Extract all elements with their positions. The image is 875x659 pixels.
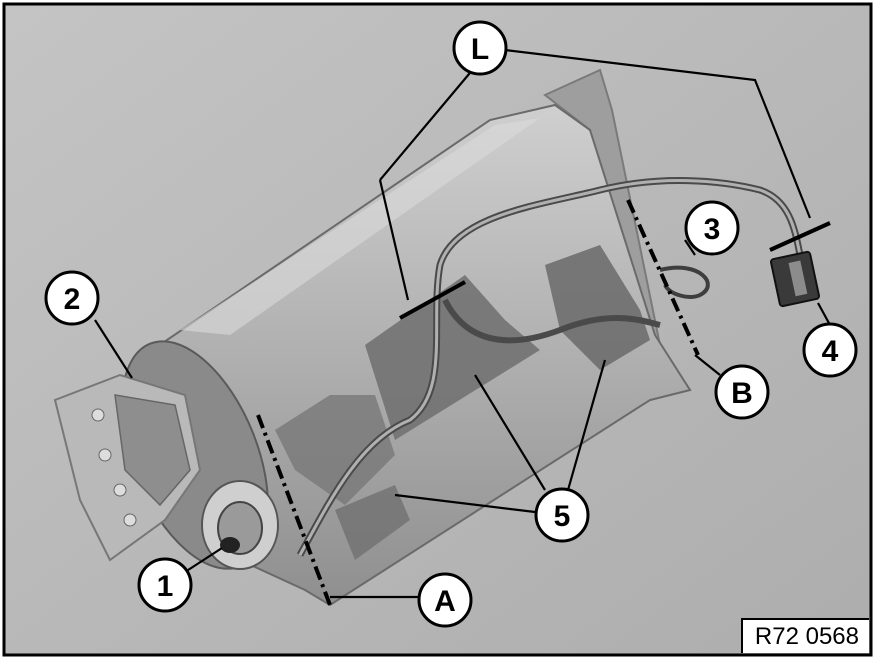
- leader-5a: [474, 374, 546, 491]
- callout-3-label: 3: [704, 213, 721, 246]
- callout-3: 3: [684, 200, 740, 256]
- cut-line-a: [256, 414, 332, 606]
- callout-a: A: [417, 572, 473, 628]
- harness-highlight: [298, 179, 802, 556]
- tape-strip-right: [545, 245, 650, 370]
- callout-4-label: 4: [822, 335, 839, 368]
- connector-plug-detail: [788, 260, 808, 297]
- cut-line-b: [626, 199, 700, 356]
- callout-a-label: A: [434, 585, 456, 618]
- leader-l-right: [504, 48, 812, 219]
- bracket-hole-2: [98, 448, 112, 462]
- callout-4: 4: [802, 322, 858, 378]
- leader-2: [94, 319, 133, 379]
- leader-l-left: [379, 54, 486, 181]
- tape-strip-lower: [275, 395, 395, 505]
- tick-l-left: [399, 280, 466, 320]
- callout-l-label: L: [471, 33, 489, 66]
- bracket-inner: [114, 394, 191, 507]
- fitting-nipple: [220, 537, 240, 553]
- bracket-hole-4: [123, 513, 137, 527]
- leader-l-left-2: [378, 179, 410, 301]
- leader-5c: [394, 493, 536, 514]
- callout-5-label: 5: [554, 500, 571, 533]
- leader-4: [817, 302, 831, 326]
- figure-reference-number: R72 0568: [740, 618, 869, 653]
- callout-1-label: 1: [157, 570, 174, 603]
- harness-branch: [442, 298, 661, 344]
- leader-b: [694, 354, 721, 376]
- callout-b-label: B: [731, 377, 753, 410]
- bracket-hole-3: [113, 483, 127, 497]
- tape-strip-center: [365, 275, 540, 440]
- leader-5b: [566, 359, 607, 491]
- callout-2-label: 2: [64, 283, 81, 316]
- housing-highlight: [180, 118, 540, 335]
- leader-1: [184, 547, 223, 573]
- bracket-hole-1: [91, 408, 105, 422]
- leader-3: [684, 239, 696, 256]
- callout-2: 2: [44, 270, 100, 326]
- callout-l: L: [452, 20, 508, 76]
- wire-loop-3: [659, 265, 710, 299]
- tape-strip-bottom: [335, 485, 410, 560]
- callout-5: 5: [534, 487, 590, 543]
- callout-b: B: [714, 364, 770, 420]
- tick-l-right: [769, 221, 831, 252]
- callout-1: 1: [137, 557, 193, 613]
